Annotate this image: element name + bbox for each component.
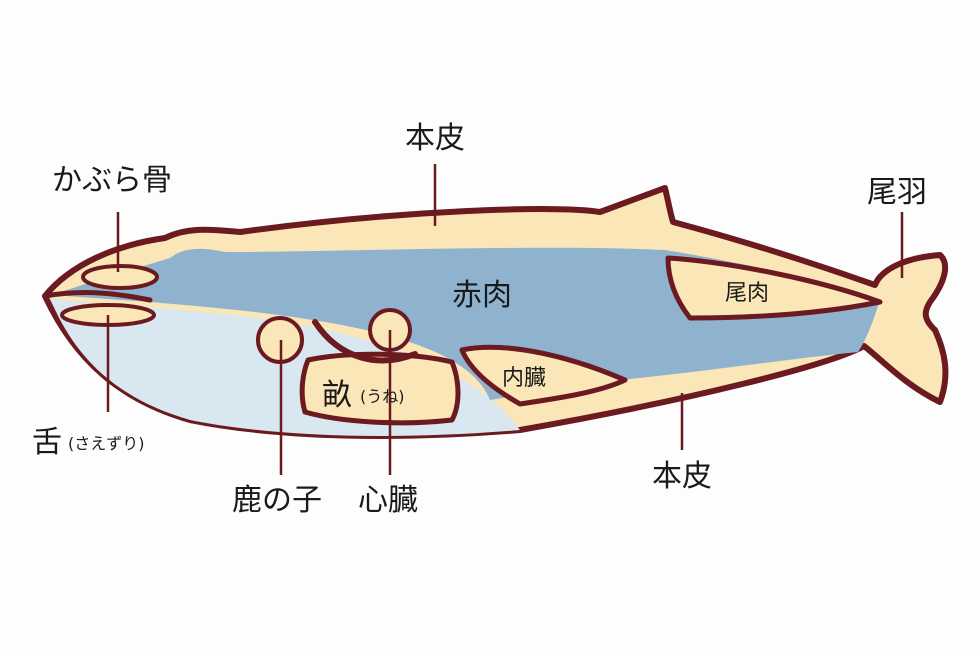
throat-curve <box>312 319 418 364</box>
label-organs: 内臓 <box>502 366 546 391</box>
leader-lines <box>106 164 904 475</box>
label-tongue-reading: (さえずり) <box>68 434 145 453</box>
label-tongue: 舌 <box>32 425 62 460</box>
tail-meat-area <box>665 255 883 321</box>
label-heart: 心臓 <box>358 483 418 518</box>
label-red-meat: 赤肉 <box>452 278 512 313</box>
kabura-bone-oval <box>81 264 159 290</box>
une-area <box>299 351 461 426</box>
label-bottom-skin: 本皮 <box>652 459 712 494</box>
label-tail-meat: 尾肉 <box>725 281 769 306</box>
label-une-reading: (うね) <box>360 387 405 406</box>
label-kabura-bone: かぶら骨 <box>52 163 172 198</box>
label-top-skin: 本皮 <box>405 121 465 156</box>
organs-area <box>459 344 628 407</box>
mouth-line <box>42 290 153 303</box>
label-une: 畝 <box>322 378 352 413</box>
label-tail-fin: 尾羽 <box>867 175 927 210</box>
label-kanoko: 鹿の子 <box>232 483 322 518</box>
